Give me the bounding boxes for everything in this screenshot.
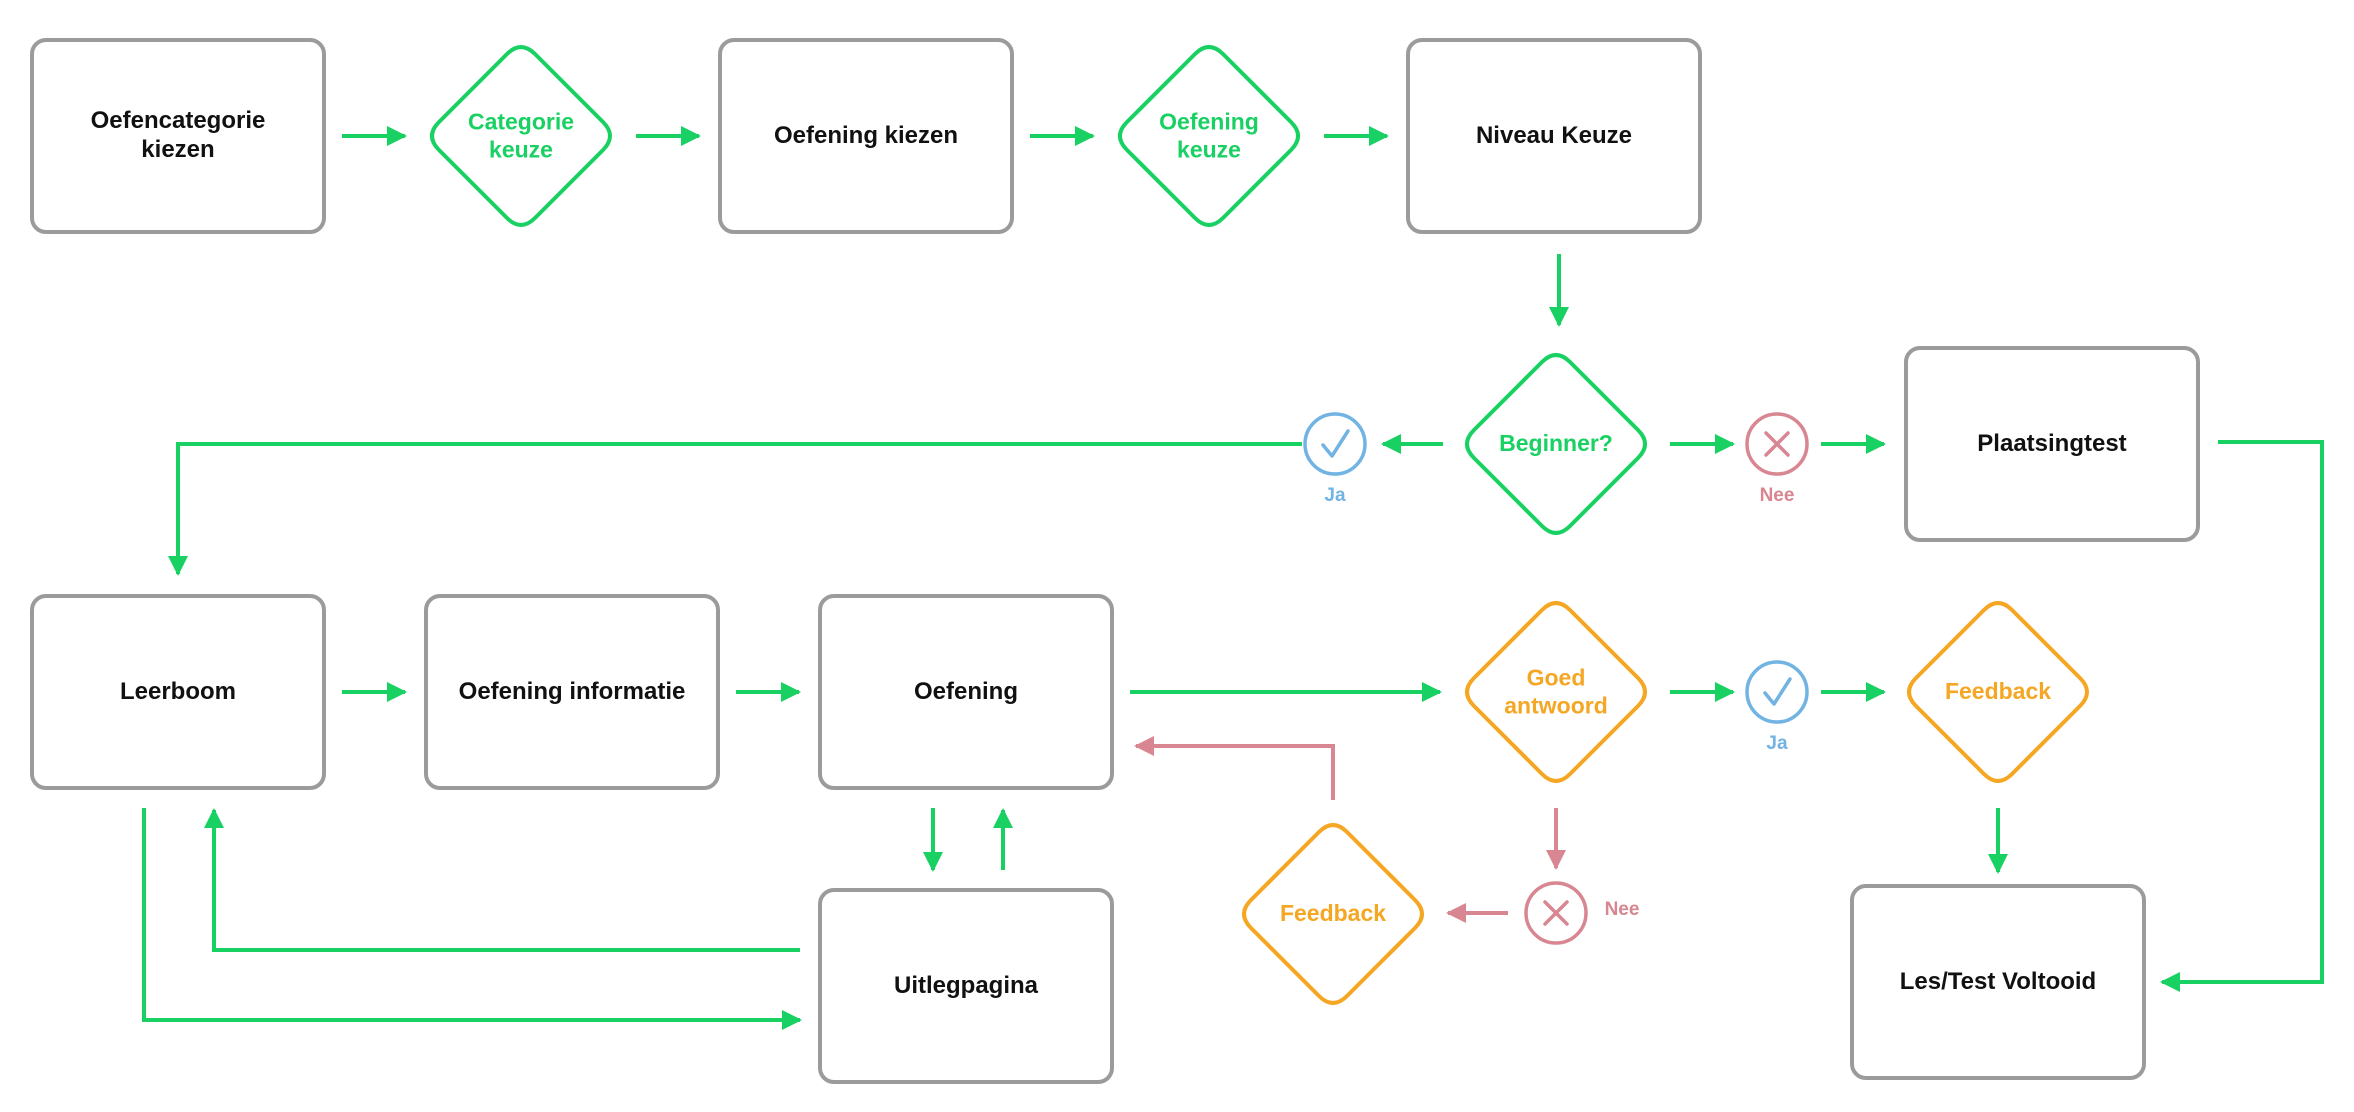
box-label: Oefencategorie kiezen	[90, 107, 266, 163]
box-oefening-kiezen: Oefening kiezen	[718, 38, 1014, 234]
box-les-test-voltooid: Les/Test Voltooid	[1850, 884, 2146, 1080]
line-ja-to-leerboom	[168, 442, 1302, 576]
box-leerboom: Leerboom	[30, 594, 326, 790]
decision-feedback-right	[1907, 601, 2089, 783]
box-label: Oefening	[913, 677, 1018, 705]
check-circle-icon	[1745, 660, 1809, 724]
box-plaatsingtest: Plaatsingtest	[1904, 346, 2200, 542]
outcome-label-nee-beginner: Nee	[1759, 485, 1795, 506]
outcome-label-nee-goed-antwoord: Nee	[1604, 899, 1640, 920]
decision-categorie-keuze	[430, 45, 612, 227]
x-circle-icon	[1524, 881, 1588, 945]
decision-goed-antwoord	[1465, 601, 1647, 783]
box-label: Les/Test Voltooid	[1899, 967, 2097, 995]
decision-beginner	[1465, 353, 1647, 535]
outcome-label-ja-goed-antwoord: Ja	[1766, 733, 1788, 754]
box-label: Plaatsingtest	[1977, 429, 2127, 457]
line-leerboom-to-uitlegpagina	[142, 808, 802, 1030]
decision-label-categorie-keuze: Categorie keuze	[467, 108, 575, 162]
box-label: Leerboom	[119, 677, 236, 705]
box-label: Niveau Keuze	[1475, 121, 1633, 149]
outcome-label-ja-beginner: Ja	[1324, 485, 1346, 506]
box-oefening: Oefening	[818, 594, 1114, 790]
decision-label-goed-antwoord: Goed antwoord	[1504, 664, 1608, 718]
box-oefening-informatie: Oefening informatie	[424, 594, 720, 790]
line-uitlegpagina-to-leerboom	[204, 808, 800, 952]
box-label: Oefening informatie	[458, 677, 686, 705]
decision-label-feedback-bottom: Feedback	[1279, 900, 1387, 927]
decision-oefening-keuze	[1118, 45, 1300, 227]
decision-label-beginner: Beginner?	[1499, 430, 1613, 457]
box-label: Oefening kiezen	[773, 121, 959, 149]
check-circle-icon	[1303, 412, 1367, 476]
box-oefencategorie-kiezen: Oefencategorie kiezen	[30, 38, 326, 234]
decision-label-feedback-right: Feedback	[1944, 678, 2052, 705]
line-feedback-to-oefening	[1134, 736, 1335, 800]
decision-feedback-bottom	[1242, 823, 1424, 1005]
box-uitlegpagina: Uitlegpagina	[818, 888, 1114, 1084]
decision-label-oefening-keuze: Oefening keuze	[1159, 108, 1259, 162]
box-niveau-keuze: Niveau Keuze	[1406, 38, 1702, 234]
line-plaatsingtest-to-voltooid	[2160, 440, 2324, 992]
x-circle-icon	[1745, 412, 1809, 476]
box-label: Uitlegpagina	[893, 971, 1038, 999]
